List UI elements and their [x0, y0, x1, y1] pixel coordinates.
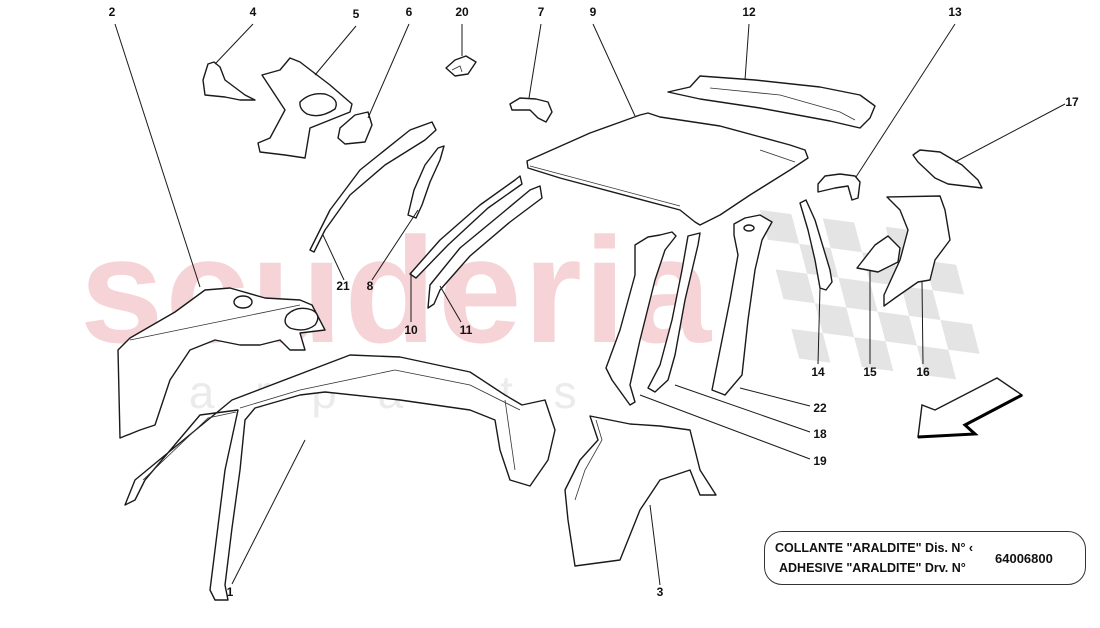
part-labels: 2 4 5 6 20 7 9 12 13 17 21 8 10 11 14 15… [109, 5, 1079, 599]
part-17-trim[interactable] [912, 149, 983, 189]
callout-line-1: COLLANTE "ARALDITE" Dis. N° ‹ [775, 541, 974, 555]
front-direction-arrow-icon [917, 377, 1024, 439]
label-17[interactable]: 17 [1065, 95, 1079, 109]
part-11-a-pillar[interactable] [427, 185, 543, 309]
part-16-inner-bracket[interactable] [883, 195, 951, 307]
adhesive-callout-box: COLLANTE "ARALDITE" Dis. N° ‹ ADHESIVE "… [764, 531, 1086, 585]
part-2-quarter-panel[interactable] [117, 287, 326, 439]
part-3-rear-fender[interactable] [564, 415, 717, 567]
label-16[interactable]: 16 [916, 365, 930, 379]
label-19[interactable]: 19 [813, 454, 827, 468]
label-14[interactable]: 14 [811, 365, 825, 379]
part-22-c-pillar[interactable] [711, 214, 773, 396]
label-13[interactable]: 13 [948, 5, 962, 19]
label-6[interactable]: 6 [406, 5, 413, 19]
part-4-bracket[interactable] [202, 61, 256, 101]
callout-line-2: ADHESIVE "ARALDITE" Drv. N° [779, 561, 966, 575]
label-5[interactable]: 5 [353, 7, 360, 21]
part-12-header-rail[interactable] [667, 75, 876, 129]
checkered-flag-icon [760, 210, 980, 380]
part-7-bracket[interactable] [509, 97, 553, 123]
part-8-pillar-strip[interactable] [407, 145, 445, 219]
label-4[interactable]: 4 [250, 5, 257, 19]
label-8[interactable]: 8 [367, 279, 374, 293]
label-7[interactable]: 7 [538, 5, 545, 19]
label-9[interactable]: 9 [590, 5, 597, 19]
part-18-b-pillar-strip[interactable] [647, 232, 701, 393]
part-10-a-pillar[interactable] [409, 175, 523, 279]
part-5-inner-pillar[interactable] [257, 57, 353, 159]
label-11[interactable]: 11 [460, 323, 473, 337]
label-20[interactable]: 20 [455, 5, 469, 19]
label-1[interactable]: 1 [227, 585, 234, 599]
part-6-cap[interactable] [337, 111, 373, 145]
part-1-roof-frame[interactable] [124, 354, 556, 601]
label-18[interactable]: 18 [813, 427, 827, 441]
part-20-pad[interactable] [445, 55, 477, 77]
label-3[interactable]: 3 [657, 585, 664, 599]
part-15-wedge[interactable] [856, 235, 901, 273]
label-22[interactable]: 22 [813, 401, 827, 415]
part-19-b-pillar[interactable] [605, 231, 677, 406]
label-21[interactable]: 21 [336, 279, 350, 293]
part-9-roof-panel[interactable] [526, 112, 809, 226]
part-13-bracket[interactable] [817, 173, 861, 201]
callout-part-number: 64006800 [995, 551, 1053, 566]
leader-lines [114, 23, 1066, 586]
label-15[interactable]: 15 [863, 365, 877, 379]
part-21-pillar-strip[interactable] [309, 121, 437, 253]
label-2[interactable]: 2 [109, 5, 116, 19]
part-14-trim[interactable] [799, 199, 833, 291]
label-10[interactable]: 10 [404, 323, 418, 337]
label-12[interactable]: 12 [742, 5, 756, 19]
